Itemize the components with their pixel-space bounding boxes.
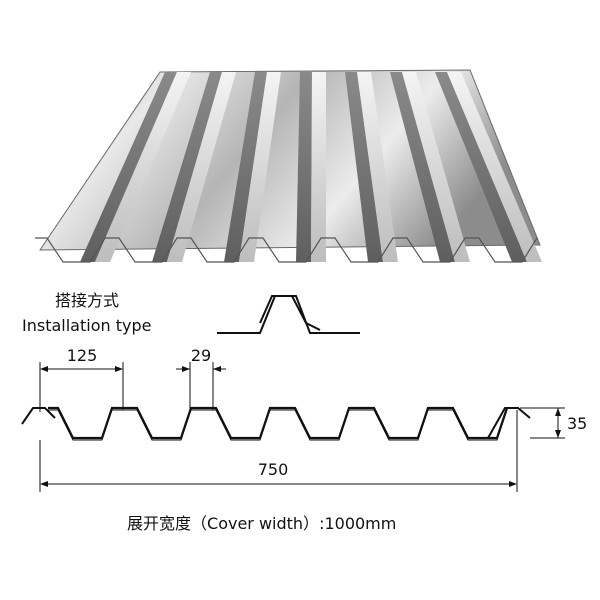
cover-width-value: :1000mm xyxy=(319,514,396,533)
height-label: 35 xyxy=(567,414,587,433)
panel-rib-shadow xyxy=(296,72,312,262)
crest-dimension: 29 xyxy=(176,346,226,410)
panel-rib-highlight xyxy=(95,72,191,262)
cover-width-en: （Cover width） xyxy=(191,514,319,533)
cover-width-zh: 展开宽度 xyxy=(127,514,191,533)
panel-ribs xyxy=(35,72,542,263)
panel-rib-shadow xyxy=(345,72,383,262)
panel-rib-highlight xyxy=(357,72,398,262)
span-dimension: 750 xyxy=(39,410,518,492)
overlap-detail xyxy=(217,295,360,334)
crest-label: 29 xyxy=(191,346,211,365)
panel-rib-shadow xyxy=(80,72,177,262)
install-label-zh: 搭接方式 xyxy=(55,291,119,310)
panel-front-edge xyxy=(35,237,538,263)
pitch-dimension: 125 xyxy=(39,346,124,412)
height-dimension: 35 xyxy=(520,407,587,439)
panel-rib-shadow xyxy=(435,72,527,262)
panel-rib-highlight xyxy=(239,72,281,262)
panel-rib-highlight xyxy=(447,72,542,262)
panel-rib-highlight xyxy=(167,72,236,262)
install-label-en: Installation type xyxy=(22,316,151,335)
pitch-label: 125 xyxy=(67,346,98,365)
panel-rib-highlight xyxy=(311,72,326,262)
panel-illustration xyxy=(35,69,542,263)
panel-rib-shadow xyxy=(390,72,455,262)
panel-rib-shadow xyxy=(152,72,222,262)
cover-width-caption: 展开宽度（Cover width）:1000mm xyxy=(127,514,396,533)
profile-section xyxy=(21,406,531,441)
span-label: 750 xyxy=(258,460,289,479)
panel-rib-highlight xyxy=(402,72,470,262)
panel-rib-shadow xyxy=(224,72,267,262)
